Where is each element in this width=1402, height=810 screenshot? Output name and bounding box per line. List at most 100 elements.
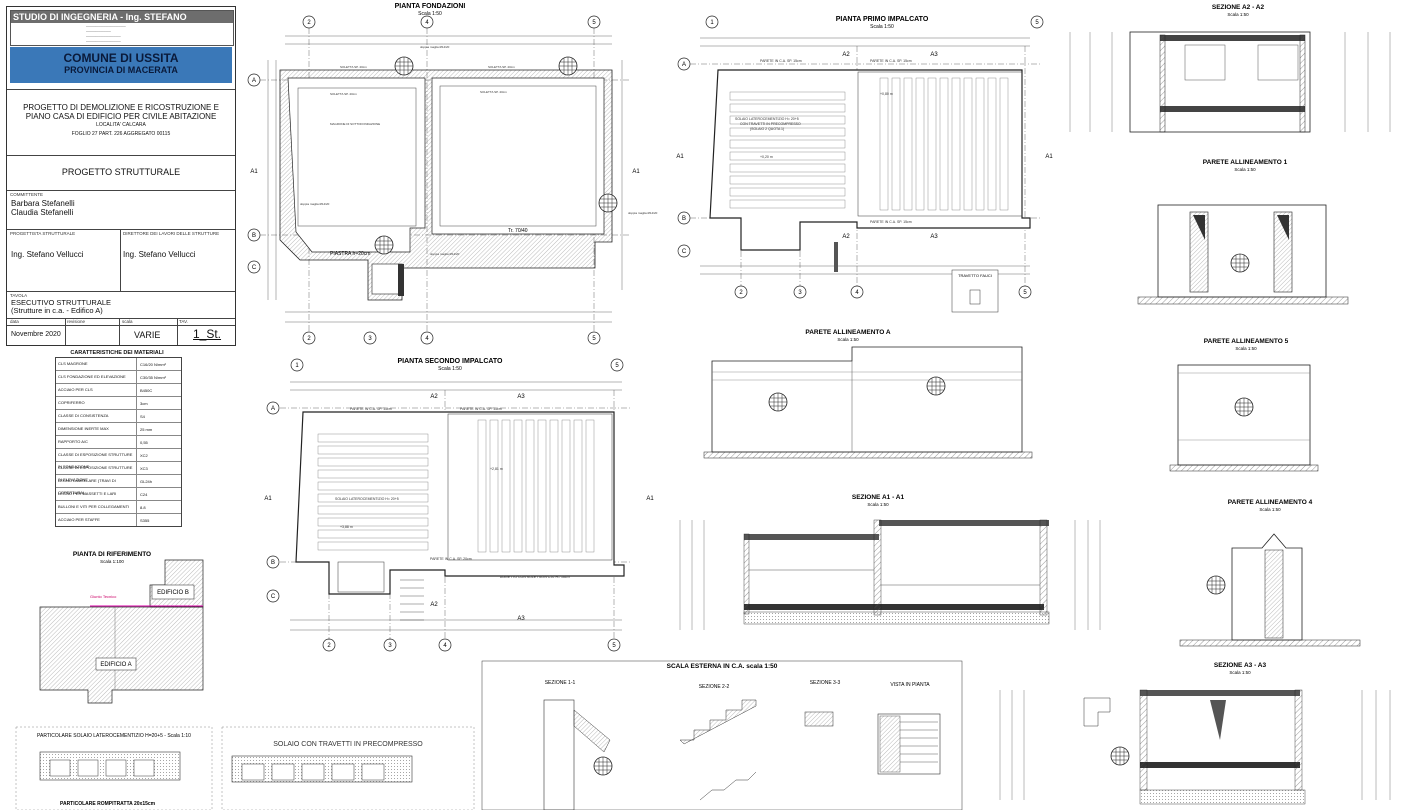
material-row: LEGNO LAMELLARE (TRAVI DI COPERTURA)GL24…	[56, 474, 181, 495]
section-label: A1	[676, 154, 684, 160]
grid-label: 5	[615, 363, 619, 369]
svg-text:doppia maglia Ø14/20: doppia maglia Ø14/20	[430, 252, 460, 256]
svg-text:SOLAIO LATEROCEMENTIZIO H= 20+: SOLAIO LATEROCEMENTIZIO H= 20+5	[735, 117, 799, 121]
grid-label: C	[252, 265, 257, 271]
material-key: LEGNO LAMELLARE (TRAVI DI COPERTURA)	[56, 475, 137, 495]
material-key: CLS MAGRONE	[56, 358, 137, 370]
grid-label: A1	[250, 169, 258, 175]
pianta-primo-title: PIANTA PRIMO IMPALCATO	[836, 16, 929, 23]
parete-a-scale: Scala 1:50	[837, 337, 859, 342]
svg-text:doppia maglia Ø14/20: doppia maglia Ø14/20	[628, 211, 658, 215]
svg-text:doppia maglia Ø14/20: doppia maglia Ø14/20	[300, 202, 330, 206]
studio-header: STUDIO DI INGEGNERIA - Ing. STEFANO VELL…	[10, 10, 234, 46]
grid-label: 2	[307, 336, 311, 342]
grid-label: C	[271, 594, 276, 600]
direttore: Ing. Stefano Vellucci	[123, 250, 196, 259]
edificio-b-label: EDIFICIO B	[157, 590, 189, 596]
project-line-1: PROGETTO DI DEMOLIZIONE E RICOSTRUZIONE …	[23, 103, 219, 112]
sezione-a1: SEZIONE A1 - A1 Scala 1:50	[679, 494, 1101, 630]
svg-text:(SOLAIO 2 QUOTA 1): (SOLAIO 2 QUOTA 1)	[750, 127, 784, 131]
material-key: COPRIFERRO	[56, 397, 137, 409]
svg-text:CON TRAVETTI IN PRECOMPRESSO: CON TRAVETTI IN PRECOMPRESSO	[740, 122, 801, 126]
divider	[177, 318, 178, 345]
pianta-riferimento-scale: Scala 1:100	[100, 559, 124, 564]
material-key: CLASSE DI CONSISTENZA	[56, 410, 137, 422]
progettista-label: PROGETTISTA STRUTTURALE	[10, 231, 76, 236]
pianta-secondo-title: PIANTA SECONDO IMPALCATO	[398, 358, 504, 365]
material-value: C16/20 N/mm²	[140, 361, 167, 367]
parete-allineamento-1: PARETE ALLINEAMENTO 1 Scala 1:50	[1137, 159, 1349, 305]
material-value: C30/35 N/mm²	[140, 374, 167, 380]
grid-label: 5	[612, 643, 616, 649]
trave-label: Tr. 70/40	[508, 228, 528, 234]
material-key: ACCIAIO PER STAFFE	[56, 514, 137, 526]
sezione-a2-scale: Scala 1:50	[1227, 12, 1249, 17]
platea-label: PIASTRA h=20cm	[330, 251, 370, 257]
parete-1-scale: Scala 1:50	[1234, 167, 1256, 172]
svg-text:doppia maglia Ø14/20: doppia maglia Ø14/20	[420, 45, 450, 49]
pianta-secondo-scale: Scala 1:50	[438, 366, 462, 372]
section-label: A1	[1045, 154, 1053, 160]
material-value: S355	[140, 517, 150, 523]
grid-label: 4	[443, 643, 447, 649]
svg-text:+2,81 m: +2,81 m	[490, 467, 503, 471]
pianta-riferimento: PIANTA DI RIFERIMENTO Scala 1:100 EDIFIC…	[39, 551, 204, 704]
divider	[119, 318, 120, 345]
section-label: A2	[430, 602, 438, 608]
studio-name: STUDIO DI INGEGNERIA - Ing. STEFANO VELL…	[11, 11, 233, 34]
committente: Barbara Stefanelli Claudia Stefanelli	[11, 199, 75, 217]
comune-banner: COMUNE DI USSITA PROVINCIA DI MACERATA	[10, 47, 232, 83]
grid-label: C	[682, 249, 687, 255]
project-foglio: FOGLIO 27 PART. 226 AGGREGATO 00115	[71, 131, 171, 137]
svg-text:+3,88 m: +3,88 m	[340, 525, 353, 529]
material-key: BULLONI E VITI PER COLLEGAMENTI	[56, 501, 137, 513]
pianta-fondazioni-scale: Scala 1:50	[418, 11, 442, 17]
project-description: PROGETTO DI DEMOLIZIONE E RICOSTRUZIONE …	[11, 103, 231, 139]
section-label: A1	[646, 496, 654, 502]
svg-text:PARETE IN C.A. SP. 15cm: PARETE IN C.A. SP. 15cm	[760, 59, 802, 63]
material-value: 8.8	[140, 504, 146, 510]
svg-text:SOLETTA SP. 40cm: SOLETTA SP. 40cm	[480, 90, 507, 94]
material-value: B450C	[140, 387, 153, 393]
sezione-1-title: SEZIONE 1-1	[545, 680, 576, 686]
svg-text:SOLETTA SP. 40cm: SOLETTA SP. 40cm	[488, 65, 515, 69]
grid-label: 2	[307, 20, 311, 26]
divider	[65, 318, 66, 345]
parete-a-title: PARETE ALLINEAMENTO A	[805, 329, 891, 336]
project-line-2: PIANO CASA DI EDIFICIO PER CIVILE ABITAZ…	[25, 112, 217, 121]
grid-label: 5	[592, 20, 596, 26]
scala-value: VARIE	[134, 330, 161, 340]
section-label: A3	[517, 616, 525, 622]
section-label: A3	[930, 52, 938, 58]
material-key: CLASSE DI ESPOSIZIONE STRUTTURE IN FONDA…	[56, 449, 137, 469]
particolare-solaio-title: PARTICOLARE SOLAIO LATEROCEMENTIZIO H=20…	[37, 733, 191, 739]
parete-allineamento-a: PARETE ALLINEAMENTO A Scala 1:50	[703, 329, 1033, 459]
studio-address: ────────────────────────────────────────…	[86, 25, 126, 44]
material-key: CLASSE DI ESPOSIZIONE STRUTTURE IN ELEVA…	[56, 462, 137, 482]
grid-label: 5	[592, 336, 596, 342]
grid-label: 4	[425, 20, 429, 26]
pianta-primo-impalcato: PIANTA PRIMO IMPALCATO Scala 1:50 1 5 A …	[676, 15, 1053, 313]
progettista: Ing. Stefano Vellucci	[11, 250, 84, 259]
tav-value: 1_St.	[193, 327, 222, 341]
section-label: A2	[430, 394, 438, 400]
grid-label: A1	[632, 169, 640, 175]
svg-text:SOLETTA SP. 40cm: SOLETTA SP. 40cm	[340, 65, 367, 69]
tavola-label: TAVOLA	[10, 293, 28, 298]
committente-label: COMMITTENTE	[10, 192, 43, 197]
material-key: DIMENSIONE INERTE MAX	[56, 423, 137, 435]
particolare-solaio: PARTICOLARE SOLAIO LATEROCEMENTIZIO H=20…	[15, 726, 213, 810]
material-value: C24	[140, 491, 148, 497]
grid-label: 5	[1023, 290, 1027, 296]
giunto-label: Giunto Tecnico	[90, 594, 117, 599]
pianta-fondazioni-title: PIANTA FONDAZIONI	[395, 3, 466, 10]
grid-label: B	[271, 560, 275, 566]
svg-text:PARETE IN C.A. SP. 15cm: PARETE IN C.A. SP. 15cm	[460, 407, 502, 411]
tavola-line-1: ESECUTIVO STRUTTURALE	[11, 298, 112, 307]
